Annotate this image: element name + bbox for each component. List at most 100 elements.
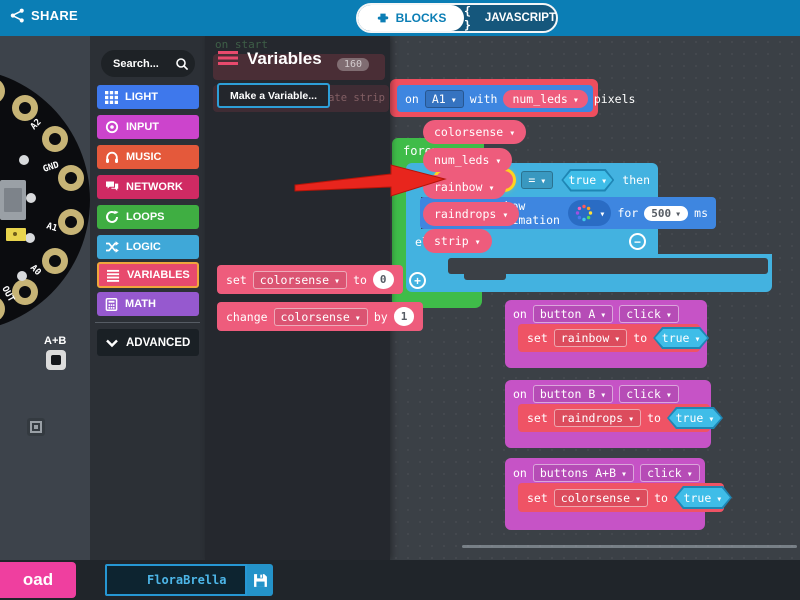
fullscreen-icon[interactable]	[27, 418, 45, 436]
sidebar-item-network[interactable]: NETWORK	[97, 175, 199, 199]
puzzle-icon	[377, 13, 388, 23]
dropdown-caret-icon	[540, 173, 546, 187]
category-label: INPUT	[126, 121, 159, 133]
block-text: then	[622, 173, 650, 187]
project-name-input[interactable]	[105, 564, 247, 596]
tab-blocks[interactable]: BLOCKS	[358, 5, 464, 31]
block-text: change	[226, 309, 268, 324]
category-label: ADVANCED	[126, 336, 191, 349]
simulator-panel: A2 GND A1 A0 OUT A+B	[0, 36, 90, 560]
sidebar-item-loops[interactable]: LOOPS	[97, 205, 199, 229]
tab-javascript[interactable]: { } JAVASCRIPT	[464, 4, 556, 32]
sidebar-item-music[interactable]: MUSIC	[97, 145, 199, 169]
block-text: to	[647, 411, 661, 425]
share-button[interactable]: SHARE	[10, 8, 78, 23]
category-label: NETWORK	[126, 181, 183, 193]
pin-dropdown[interactable]: A1	[424, 89, 464, 108]
set-colorsense-block[interactable]: set colorsense to true	[518, 483, 724, 512]
block-text: on	[513, 387, 527, 401]
tab-blocks-label: BLOCKS	[395, 11, 447, 25]
create-strip-block[interactable]: on A1 with num_leds pixels	[390, 79, 635, 117]
variable-dropdown[interactable]: rainbow	[553, 329, 628, 347]
true-value-dropdown[interactable]: true	[653, 327, 709, 349]
set-rainbow-block[interactable]: set rainbow to true	[518, 324, 700, 352]
sidebar-item-light[interactable]: LIGHT	[97, 85, 199, 109]
category-label: MATH	[125, 298, 156, 310]
block-text: to	[654, 490, 668, 505]
empty-statement-slot[interactable]	[448, 258, 768, 274]
dropdown-caret-icon	[694, 331, 700, 345]
ab-press-button[interactable]	[46, 350, 66, 370]
variable-dropdown[interactable]: colorsense	[273, 307, 368, 326]
change-variable-block[interactable]: change colorsense by 1	[217, 302, 424, 331]
add-else-branch-icon[interactable]: +	[409, 272, 426, 289]
variable-pill-colorsense[interactable]: colorsense	[423, 120, 527, 144]
dropdown-caret-icon	[600, 307, 606, 321]
rainbow-animation-icon	[576, 204, 593, 222]
event-dropdown[interactable]: click	[619, 305, 679, 323]
dropdown-caret-icon	[495, 153, 501, 167]
button-source-dropdown[interactable]: buttons A+B	[532, 464, 635, 482]
ghost-value: 160	[336, 58, 369, 71]
dropdown-caret-icon	[687, 466, 693, 480]
variable-pill-strip[interactable]: strip	[423, 229, 492, 253]
dropdown-caret-icon	[635, 491, 641, 505]
variable-pill-raindrops[interactable]: raindrops	[423, 202, 520, 226]
pixels-on-pin-block[interactable]: on A1 with num_leds pixels	[397, 85, 635, 112]
block-text: on	[405, 91, 419, 106]
save-button[interactable]	[247, 564, 273, 596]
operator-dropdown[interactable]: =	[521, 171, 554, 189]
sidebar-item-variables[interactable]: VARIABLES	[97, 262, 199, 288]
collapse-else-icon[interactable]: −	[629, 233, 646, 250]
block-text: set	[226, 272, 247, 287]
dropdown-caret-icon	[621, 466, 627, 480]
category-label: MUSIC	[126, 151, 162, 163]
value-input[interactable]: 1	[393, 307, 415, 326]
duration-dropdown[interactable]: 500	[644, 205, 689, 221]
sidebar-item-math[interactable]: MATH	[97, 292, 199, 316]
block-text: set	[527, 490, 548, 505]
true-value-dropdown[interactable]: true	[667, 407, 723, 429]
event-dropdown[interactable]: click	[619, 385, 679, 403]
dropdown-caret-icon	[509, 125, 515, 139]
dropdown-caret-icon	[502, 207, 508, 221]
button-source-dropdown[interactable]: button A	[532, 305, 614, 323]
variable-dropdown[interactable]: raindrops	[553, 409, 642, 427]
block-text: ms	[694, 206, 708, 220]
download-button[interactable]: oad	[0, 562, 76, 598]
variable-dropdown[interactable]: colorsense	[252, 270, 348, 289]
block-text: with	[469, 91, 498, 106]
loop-icon	[106, 210, 119, 223]
category-label: LOGIC	[126, 241, 161, 253]
variable-pill-num-leds[interactable]: num_leds	[423, 148, 513, 172]
search-input[interactable]	[101, 50, 195, 77]
sidebar-item-advanced[interactable]: ADVANCED	[97, 329, 199, 356]
value-input[interactable]: 0	[372, 270, 394, 289]
ab-button-label: A+B	[44, 335, 67, 347]
set-raindrops-block[interactable]: set raindrops to true	[518, 404, 710, 432]
bottom-bar: oad	[0, 560, 800, 600]
sidebar-item-input[interactable]: INPUT	[97, 115, 199, 139]
variable-dropdown[interactable]: colorsense	[553, 488, 649, 507]
list-icon	[107, 269, 120, 282]
true-value-dropdown[interactable]: true	[561, 169, 614, 192]
calculator-icon	[105, 297, 118, 311]
make-variable-button[interactable]: Make a Variable...	[217, 83, 330, 108]
variable-pill-rainbow[interactable]: rainbow	[423, 175, 506, 199]
event-dropdown[interactable]: click	[640, 464, 700, 482]
sidebar-item-logic[interactable]: LOGIC	[97, 235, 199, 259]
tab-javascript-label: JAVASCRIPT	[484, 12, 556, 24]
category-label: LOOPS	[126, 211, 165, 223]
pin-label-a1: A1	[45, 221, 58, 234]
board-pads	[0, 80, 84, 320]
dropdown-caret-icon	[334, 273, 340, 287]
true-value-dropdown[interactable]: true	[674, 486, 732, 509]
block-text: pixels	[593, 91, 636, 106]
button-source-dropdown[interactable]: button B	[532, 385, 614, 403]
animation-dropdown[interactable]	[568, 200, 612, 226]
if-block-else-slot[interactable]	[406, 254, 772, 292]
dropdown-caret-icon	[666, 307, 672, 321]
num-leds-variable-chip[interactable]: num_leds	[503, 89, 588, 108]
horizontal-scrollbar[interactable]	[462, 545, 797, 548]
set-variable-block[interactable]: set colorsense to 0	[217, 265, 403, 294]
